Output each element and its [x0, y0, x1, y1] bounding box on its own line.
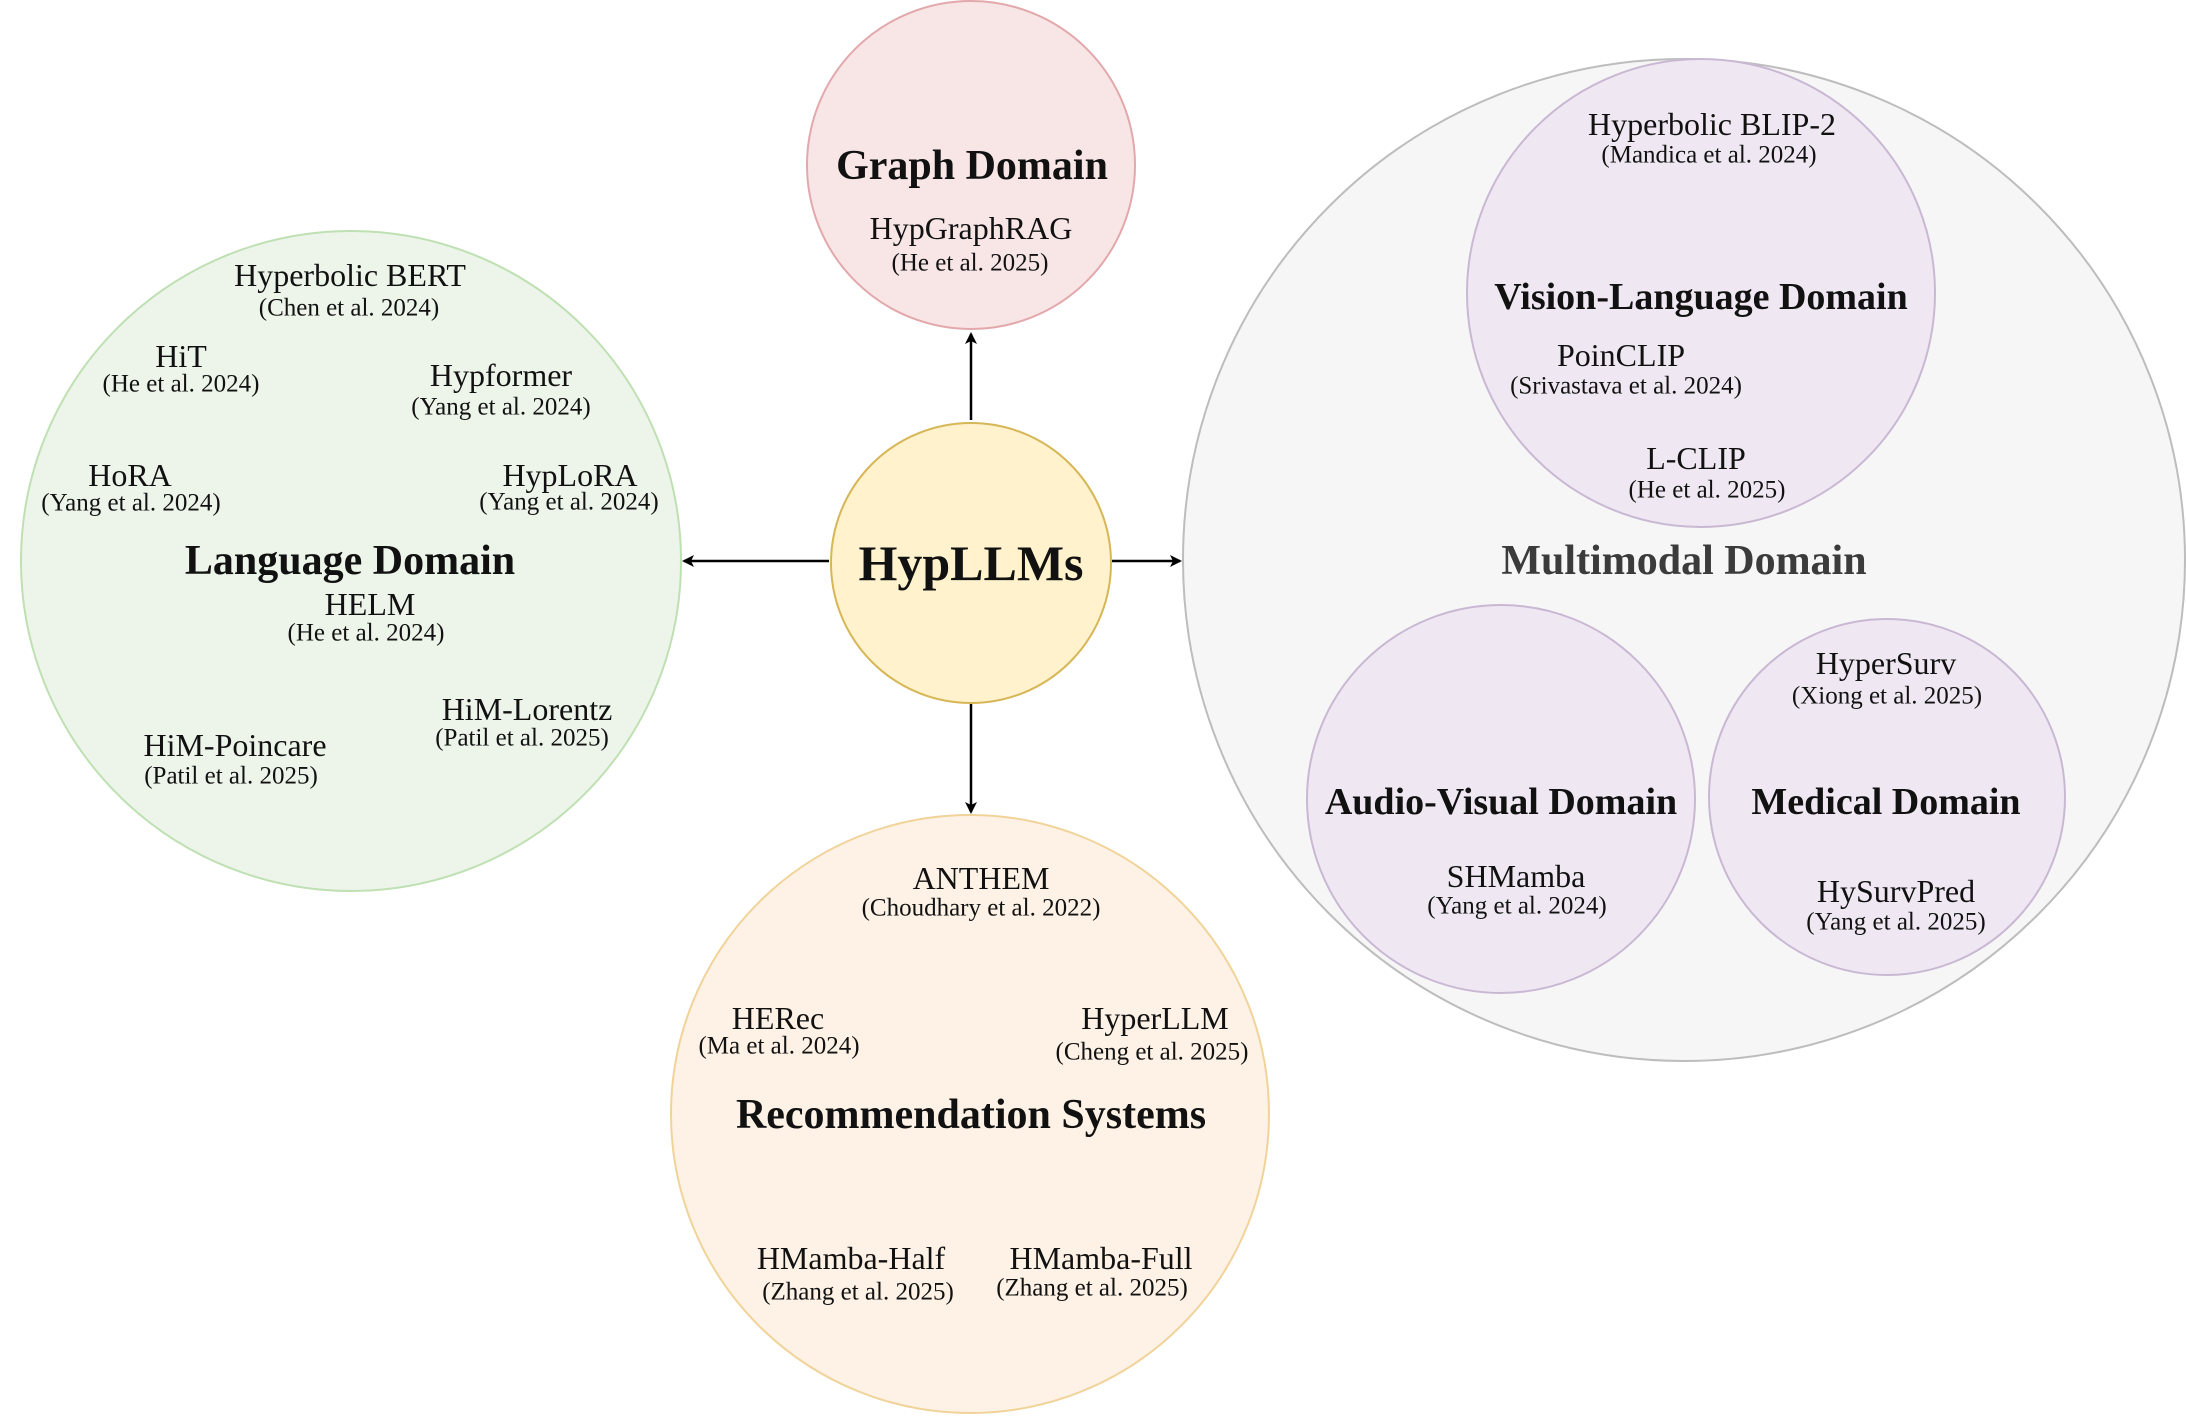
item-name: HypGraphRAG: [869, 210, 1073, 246]
graph-domain-circle: [806, 0, 1136, 330]
item-citation: (Cheng et al. 2025): [1055, 1038, 1249, 1066]
item-name: HiM-Lorentz: [441, 691, 613, 727]
item-citation: (Patil et al. 2025): [435, 724, 609, 752]
item-name: ANTHEM: [912, 860, 1050, 896]
recommendation-systems-circle: [670, 814, 1270, 1414]
medical-domain-title: Medical Domain: [1751, 781, 2021, 823]
item-citation: (He et al. 2025): [1628, 476, 1786, 504]
graph-domain-title: Graph Domain: [836, 143, 1108, 189]
item-name: SHMamba: [1446, 858, 1586, 894]
item-citation: (Zhang et al. 2025): [762, 1278, 954, 1306]
item-citation: (Patil et al. 2025): [144, 762, 318, 790]
audio-visual-domain-title: Audio-Visual Domain: [1324, 781, 1678, 823]
item-citation: (Zhang et al. 2025): [996, 1274, 1188, 1302]
item-name: Hypformer: [429, 357, 573, 393]
item-citation: (Srivastava et al. 2024): [1510, 372, 1742, 400]
language-domain-circle: [20, 230, 682, 892]
language-domain-title: Language Domain: [184, 538, 516, 584]
item-citation: (Xiong et al. 2025): [1791, 682, 1983, 710]
item-name: HMamba-Half: [756, 1240, 946, 1276]
item-name: HypLoRA: [502, 457, 638, 493]
center-title: HypLLMs: [858, 535, 1084, 591]
item-name: Hyperbolic BLIP-2: [1588, 106, 1836, 142]
item-citation: (He et al. 2024): [102, 370, 260, 398]
item-name: HyperLLM: [1081, 1000, 1229, 1036]
item-citation: (Yang et al. 2025): [1806, 908, 1986, 936]
item-name: L-CLIP: [1646, 440, 1746, 476]
item-name: HyperSurv: [1815, 645, 1957, 681]
item-name: HySurvPred: [1816, 873, 1976, 909]
item-name: Hyperbolic BERT: [234, 257, 466, 293]
item-citation: (He et al. 2025): [891, 249, 1049, 277]
item-name: HiT: [155, 338, 207, 374]
item-citation: (Mandica et al. 2024): [1601, 141, 1817, 169]
item-citation: (Yang et al. 2024): [411, 393, 591, 421]
item-citation: (He et al. 2024): [287, 619, 445, 647]
item-name: PoinCLIP: [1556, 337, 1686, 373]
hypllms-center-circle: [830, 422, 1112, 704]
recommendation-systems-title: Recommendation Systems: [735, 1092, 1207, 1138]
item-citation: (Yang et al. 2024): [479, 488, 659, 516]
item-name: HiM-Poincare: [143, 727, 327, 763]
item-citation: (Ma et al. 2024): [698, 1032, 860, 1060]
item-name: HMamba-Full: [1009, 1240, 1193, 1276]
audio-visual-domain-circle: [1306, 604, 1696, 994]
item-name: HERec: [731, 1000, 825, 1036]
vision-language-domain-title: Vision-Language Domain: [1494, 276, 1908, 318]
vision-language-domain-circle: [1466, 58, 1936, 528]
medical-domain-circle: [1708, 618, 2066, 976]
item-citation: (Chen et al. 2024): [258, 294, 440, 322]
item-citation: (Yang et al. 2024): [41, 489, 221, 517]
item-citation: (Choudhary et al. 2022): [861, 894, 1101, 922]
multimodal-domain-title: Multimodal Domain: [1501, 538, 1867, 584]
item-name: HoRA: [88, 457, 172, 493]
item-name: HELM: [324, 586, 416, 622]
item-citation: (Yang et al. 2024): [1427, 892, 1607, 920]
